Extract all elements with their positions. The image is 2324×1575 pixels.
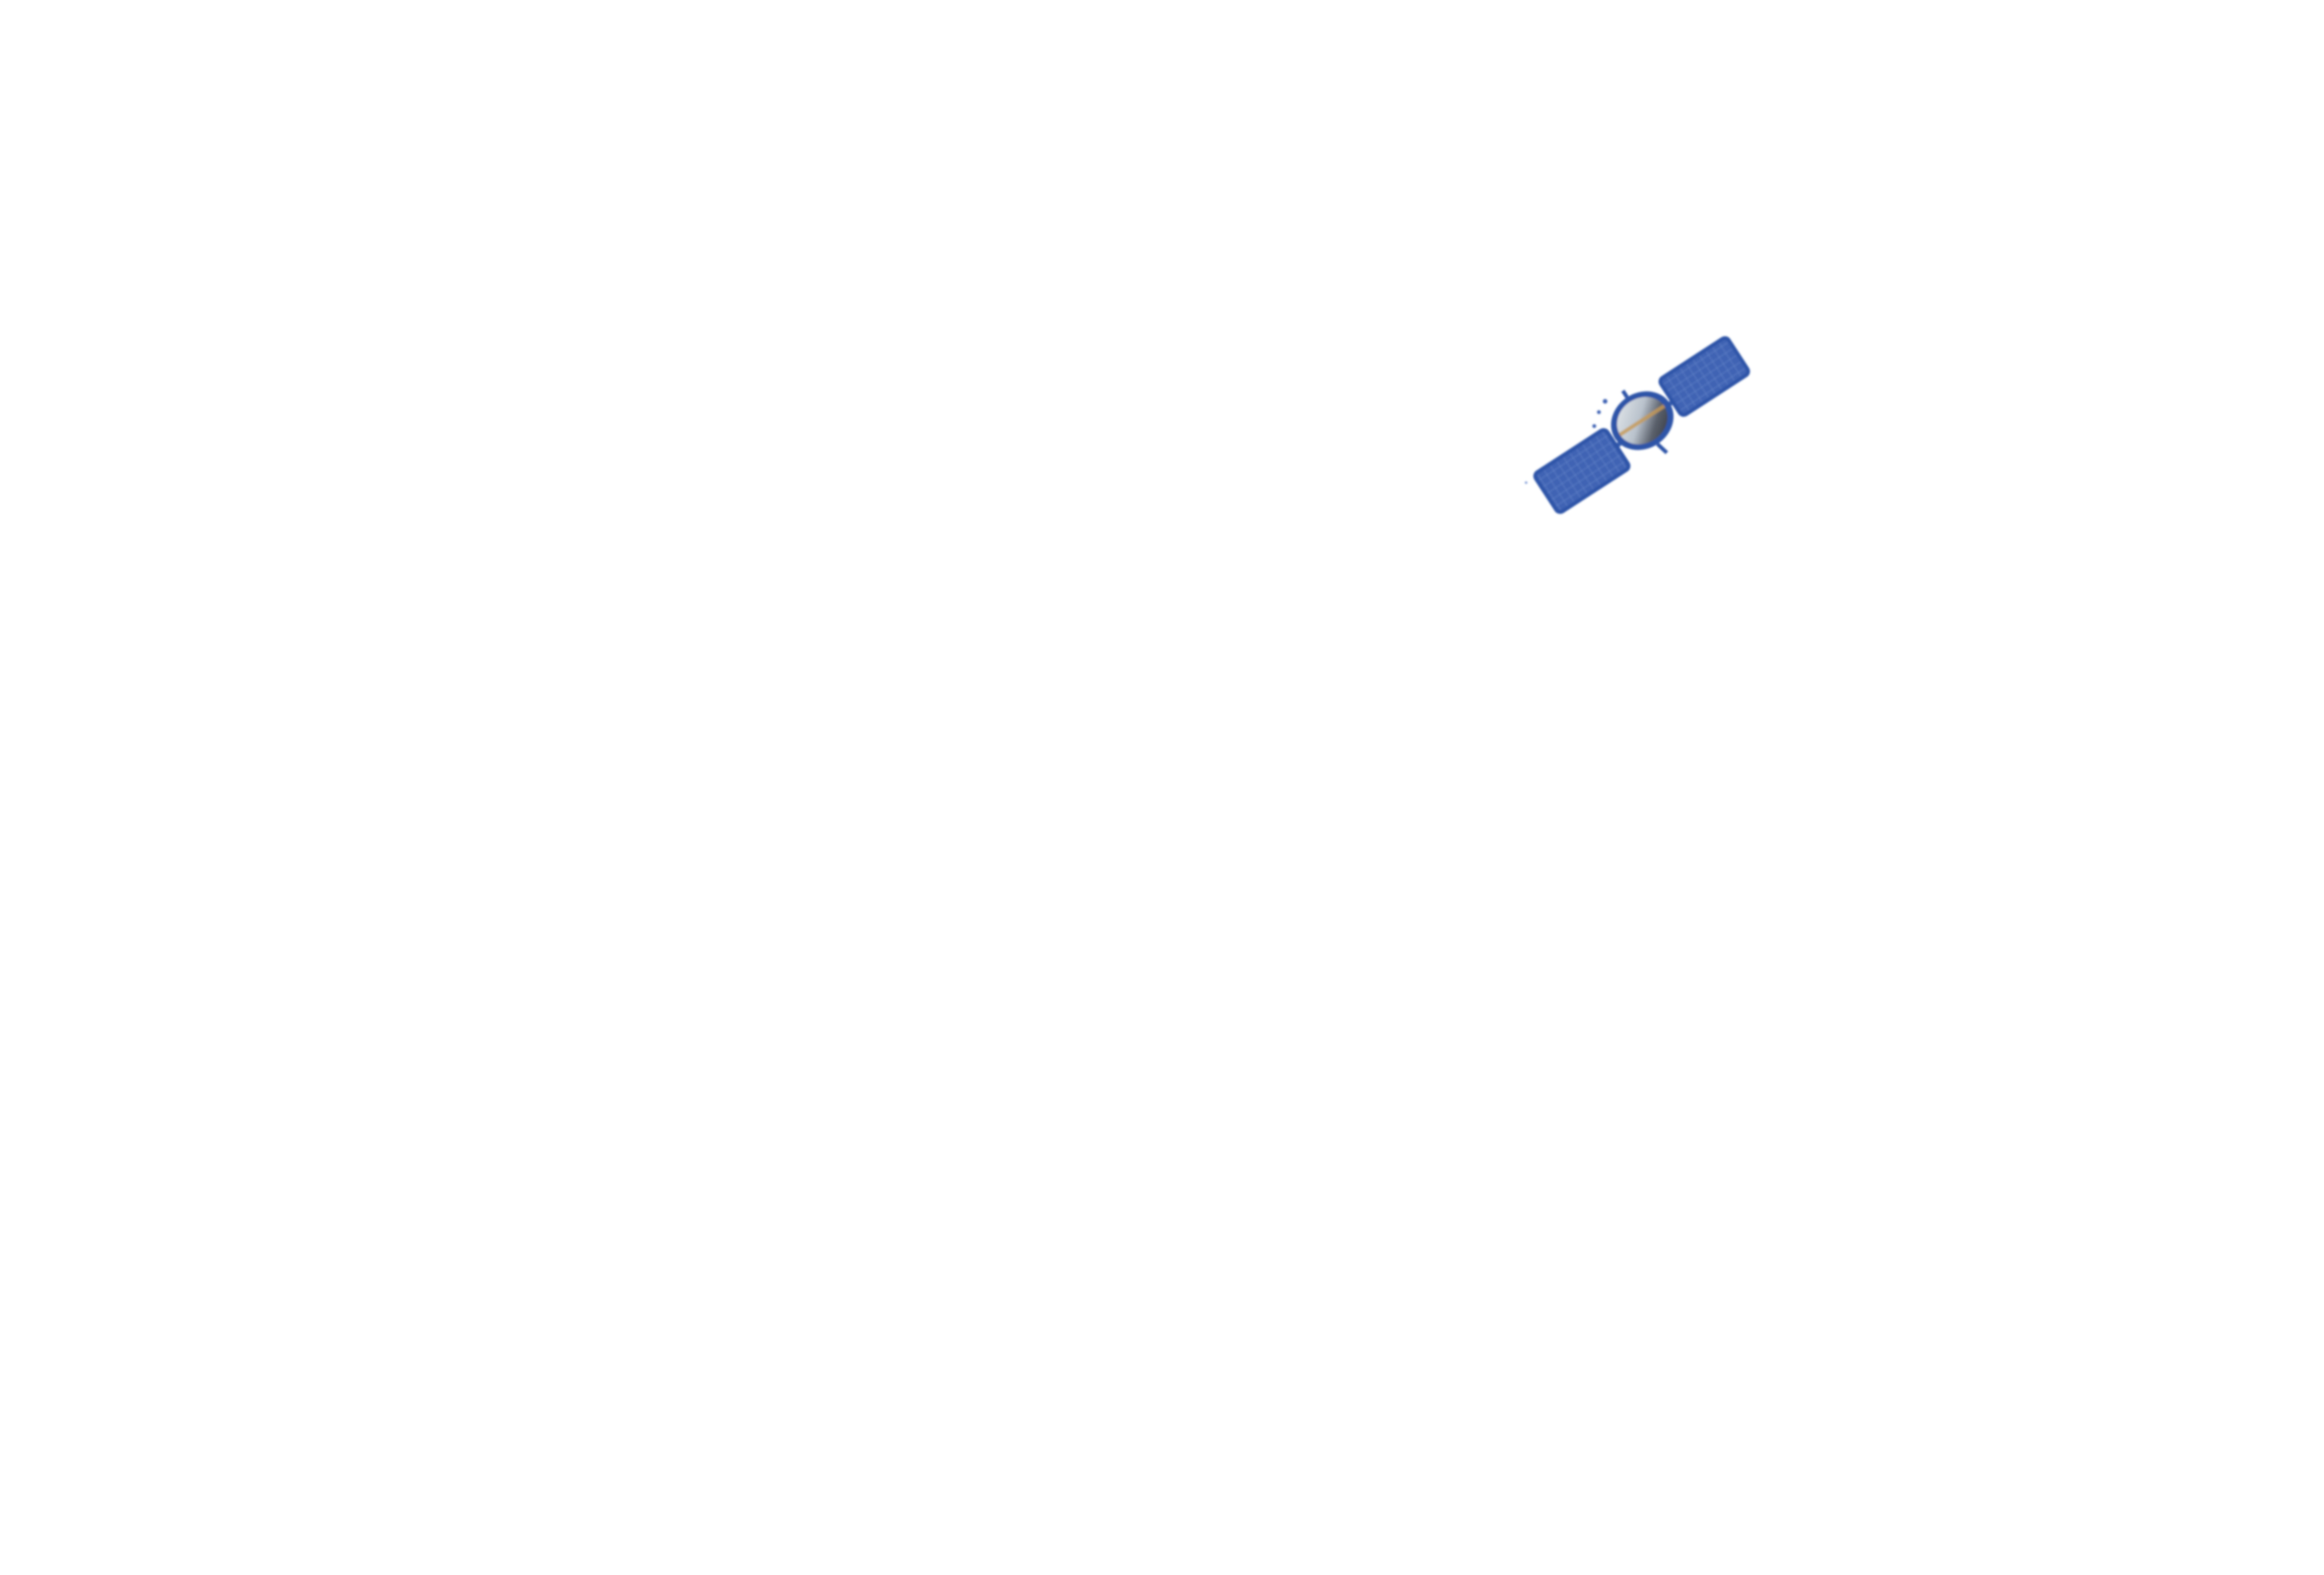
- satellite-icon: [1525, 335, 1751, 514]
- solar-panel-left: [1533, 428, 1631, 514]
- solar-panel-right: [1658, 335, 1751, 418]
- satellite-body: [1611, 390, 1674, 455]
